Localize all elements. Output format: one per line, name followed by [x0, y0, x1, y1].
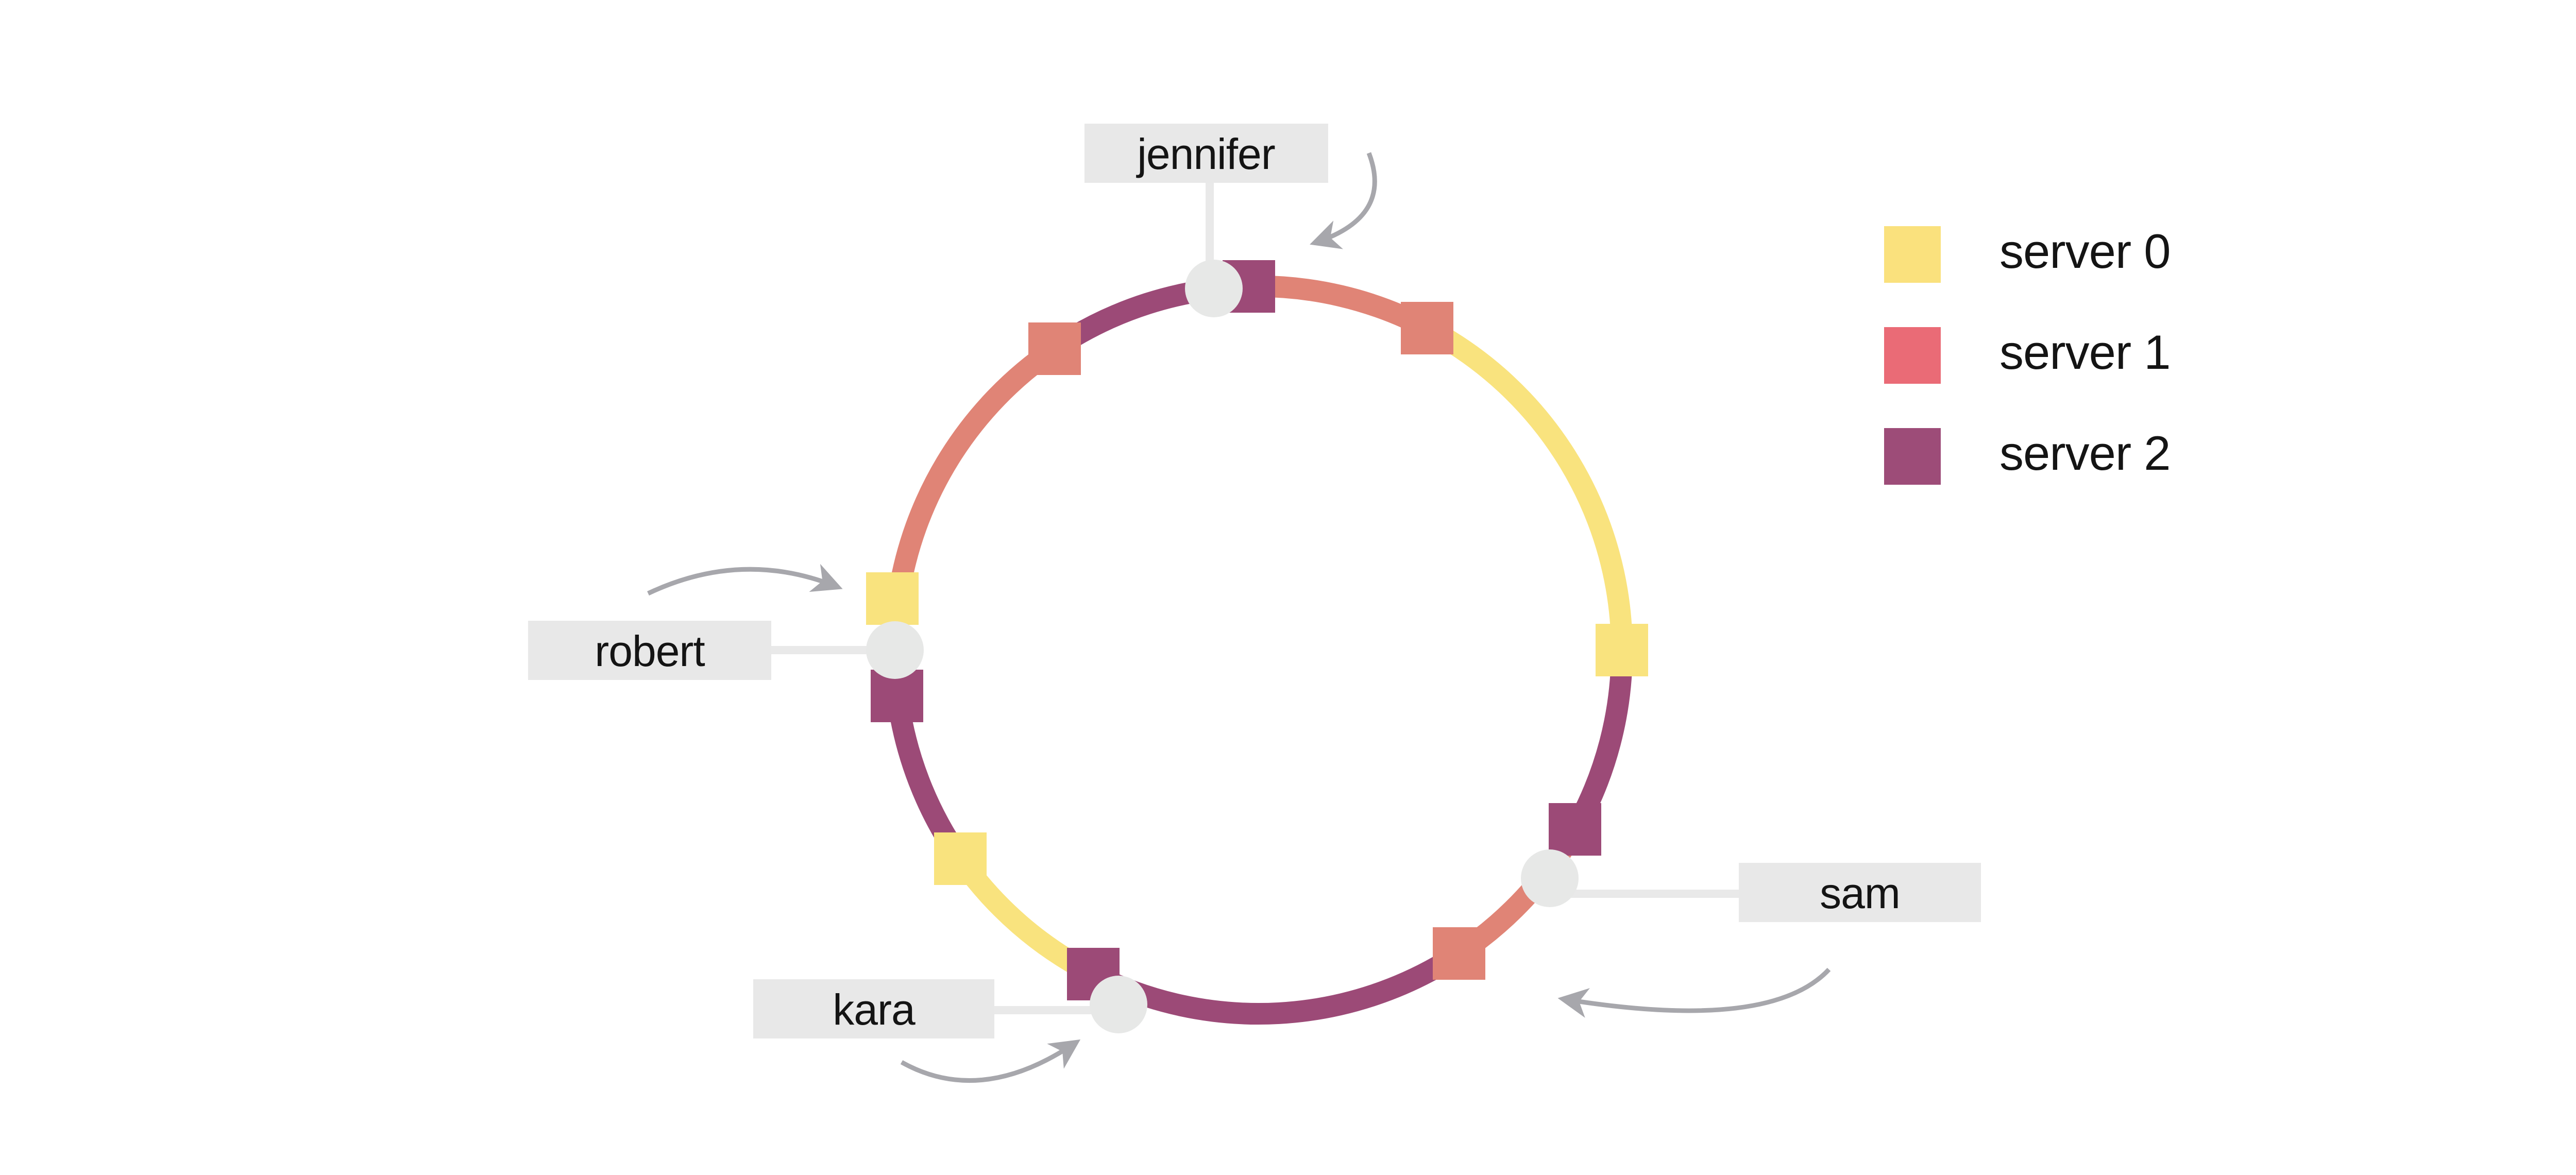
- key-label-box-robert: [528, 621, 771, 680]
- key-label-robert: robert: [595, 627, 705, 675]
- ring-arc-server2: [1565, 650, 1633, 835]
- assignment-arrow-kara: [900, 1039, 1081, 1083]
- server-node-server1: [1401, 302, 1453, 354]
- legend-label-server1: server 1: [1999, 325, 2171, 379]
- assignment-arrow-jennifer: [1310, 152, 1377, 249]
- ring-arc-server0: [1422, 318, 1633, 651]
- legend-swatch-server0: [1884, 226, 1941, 283]
- ring-arcs: [884, 275, 1633, 1025]
- key-label-sam: sam: [1820, 869, 1900, 917]
- legend-label-server0: server 0: [1999, 224, 2171, 278]
- server-node-server1: [1433, 927, 1485, 980]
- server-node-server2: [1549, 803, 1601, 856]
- server-node-server0: [934, 832, 987, 885]
- key-markers: [866, 260, 1579, 1033]
- key-label-box-sam: [1739, 863, 1981, 922]
- key-marker-robert: [866, 621, 924, 679]
- ring-arc-server1: [1248, 275, 1432, 338]
- key-label-kara: kara: [833, 985, 916, 1034]
- key-label-jennifer: jennifer: [1136, 130, 1275, 178]
- assignment-arrow-sam: [1557, 967, 1831, 1018]
- key-labels: jennifer robert kara sam: [595, 130, 1901, 1034]
- key-marker-kara: [1090, 976, 1147, 1033]
- server-node-server1: [1028, 322, 1081, 375]
- legend-label-server2: server 2: [1999, 426, 2171, 480]
- key-label-boxes: [528, 124, 1981, 1038]
- key-marker-jennifer: [1185, 260, 1243, 317]
- key-label-box-kara: [753, 979, 994, 1038]
- key-marker-sam: [1521, 849, 1579, 907]
- ring-arc-server1: [887, 339, 1061, 601]
- assignment-arrow-robert: [647, 564, 843, 596]
- legend-swatch-server1: [1884, 327, 1941, 384]
- assignment-arrows: [647, 152, 1831, 1083]
- server-node-server0: [866, 572, 919, 625]
- ring-arc-server2: [1088, 944, 1465, 1025]
- legend-swatch-server2: [1884, 428, 1941, 485]
- key-label-box-jennifer: [1084, 124, 1328, 183]
- server-node-server0: [1596, 624, 1648, 676]
- legend: server 0 server 1 server 2: [1884, 224, 2171, 485]
